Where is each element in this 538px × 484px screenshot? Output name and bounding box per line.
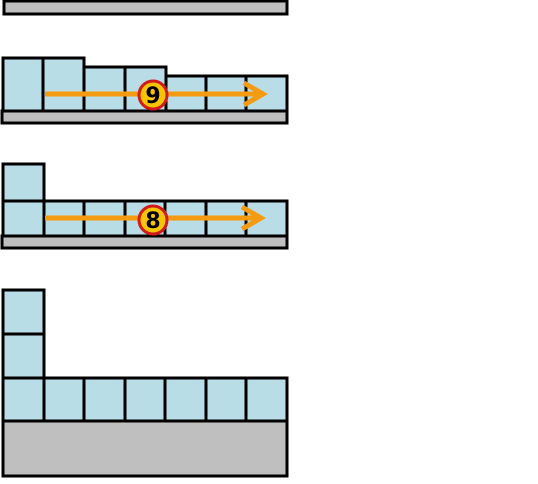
- block: [41, 56, 86, 113]
- panel-3: 8: [0, 162, 289, 250]
- base-bar: [1, 419, 289, 478]
- block: [42, 376, 86, 423]
- badge-circle: [137, 204, 169, 236]
- block: [1, 288, 46, 336]
- block: [163, 376, 208, 423]
- block: [1, 162, 46, 203]
- base-bar: [2, 0, 289, 16]
- badge-label: 9: [145, 84, 160, 109]
- block: [82, 376, 127, 423]
- block: [244, 376, 289, 423]
- step-badge: 8: [137, 204, 169, 236]
- step-badge: 9: [137, 79, 169, 111]
- arrow-head: [240, 204, 266, 232]
- badge-label: 8: [145, 209, 160, 234]
- base-bar: [0, 234, 289, 250]
- block: [204, 376, 248, 423]
- block: [82, 65, 127, 113]
- block: [1, 332, 46, 380]
- block: [1, 199, 46, 238]
- base-bar: [0, 109, 289, 125]
- block: [123, 376, 167, 423]
- badge-circle: [137, 79, 169, 111]
- arrow-head: [242, 80, 268, 108]
- panel-4: [1, 288, 289, 478]
- panel-1: [2, 0, 289, 16]
- block: [1, 56, 45, 113]
- panel-2: 9: [0, 56, 289, 125]
- block: [1, 376, 46, 423]
